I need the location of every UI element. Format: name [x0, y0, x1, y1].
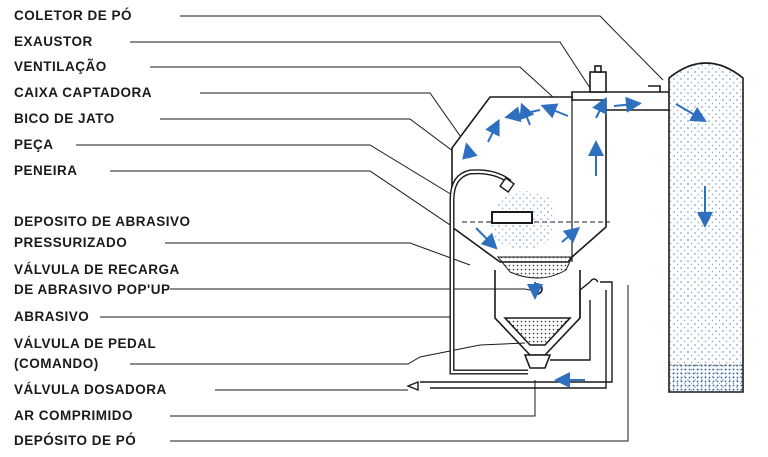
label-valvula-pedal-1: VÁLVULA DE PEDAL [14, 336, 157, 351]
leader-peneira [110, 170, 506, 263]
label-bico-de-jato: BICO DE JATO [14, 111, 115, 126]
leader-valvula-pedal [130, 342, 526, 365]
arrow-flow-7 [613, 96, 642, 113]
leader-coletor [180, 15, 664, 81]
arrow-flow-11 [475, 227, 498, 250]
label-caixa-captadora: CAIXA CAPTADORA [14, 85, 152, 100]
label-deposito-abrasivo-1: DEPOSITO DE ABRASIVO [14, 214, 191, 229]
leader-peca [76, 144, 491, 219]
air-lines [406, 278, 613, 392]
pressure-vessel [494, 270, 581, 369]
label-peca: PEÇA [14, 137, 54, 152]
label-valvula-recarga-1: VÁLVULA DE RECARGA [14, 262, 180, 277]
label-abrasivo: ABRASIVO [14, 309, 90, 324]
label-ar-comprimido: AR COMPRIMIDO [14, 408, 133, 423]
flow-arrows [462, 96, 713, 388]
work-piece [491, 211, 533, 224]
arrow-flow-2 [485, 118, 500, 143]
label-ventilacao: VENTILAÇÃO [14, 59, 107, 74]
arrow-flow-6 [592, 96, 607, 119]
label-peneira: PENEIRA [14, 163, 78, 178]
label-valvula-recarga-2: DE ABRASIVO POP'UP [14, 282, 171, 297]
abrasive-bed [496, 256, 573, 279]
leader-valvula-recarga [170, 288, 531, 291]
arrow-flow-3 [519, 102, 535, 126]
label-deposito-abrasivo-2: PRESSURIZADO [14, 235, 128, 250]
label-valvula-dosadora: VÁLVULA DOSADORA [14, 382, 167, 397]
leader-lines [76, 15, 664, 442]
leader-exaustor [130, 41, 591, 89]
dust-collector [668, 62, 744, 393]
arrow-flow-8 [675, 103, 707, 123]
leader-caixa [200, 92, 471, 151]
blast-nozzle [499, 177, 515, 193]
label-coletor-de-po: COLETOR DE PÓ [14, 8, 133, 23]
label-deposito-de-po: DEPÓSITO DE PÓ [14, 433, 137, 448]
leader-deposito-abrasivo [165, 242, 471, 266]
arrow-flow-4 [540, 103, 569, 119]
leader-ar-comprimido [170, 380, 536, 417]
label-valvula-pedal-2: (COMANDO) [14, 356, 99, 371]
arrow-flow-10 [462, 142, 478, 160]
label-exaustor: EXAUSTOR [14, 34, 93, 49]
arrow-flow-12 [561, 226, 581, 244]
leader-deposito-po [170, 285, 629, 442]
